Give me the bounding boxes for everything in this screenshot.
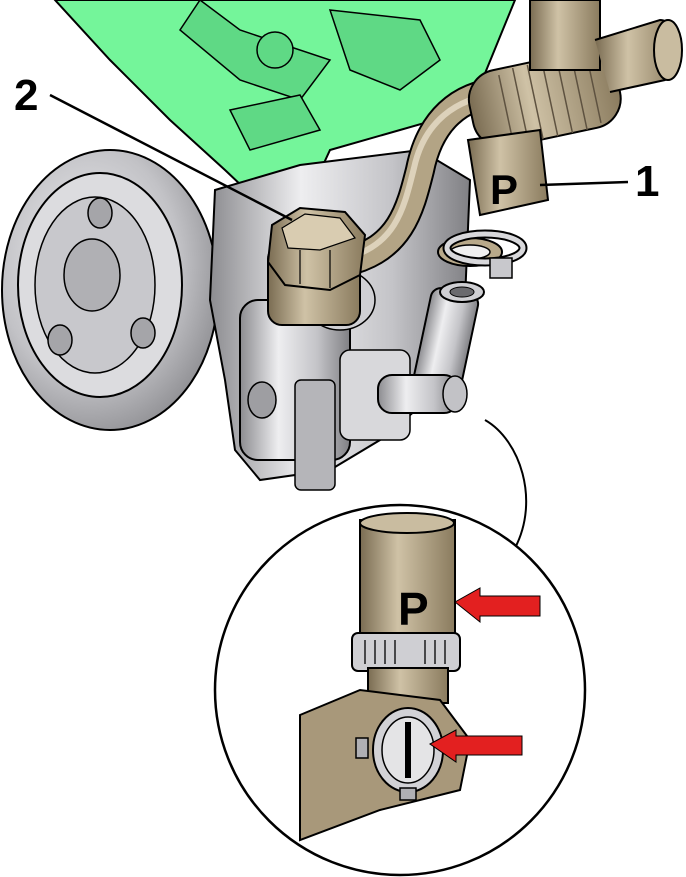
callout-number-one: 1 [635,157,659,206]
leader-line-two [49,93,293,222]
red-arrow-icon [454,587,541,624]
hose-clamp [442,229,528,279]
mounting-bracket [53,0,517,217]
callout-number-two: 2 [14,71,38,120]
banjo-bolt [266,206,367,326]
callout-one: 1 [539,157,659,206]
pulley [1,149,219,431]
detail-connector [484,419,528,549]
detail-marking-p: P [398,583,429,635]
callout-two: 2 [14,71,293,222]
detail-view: P [213,503,587,877]
hose-marking-p: P [490,166,518,213]
pressure-hose: P [330,0,683,277]
leader-line-one [539,180,629,187]
red-arrow-icon [429,729,523,763]
